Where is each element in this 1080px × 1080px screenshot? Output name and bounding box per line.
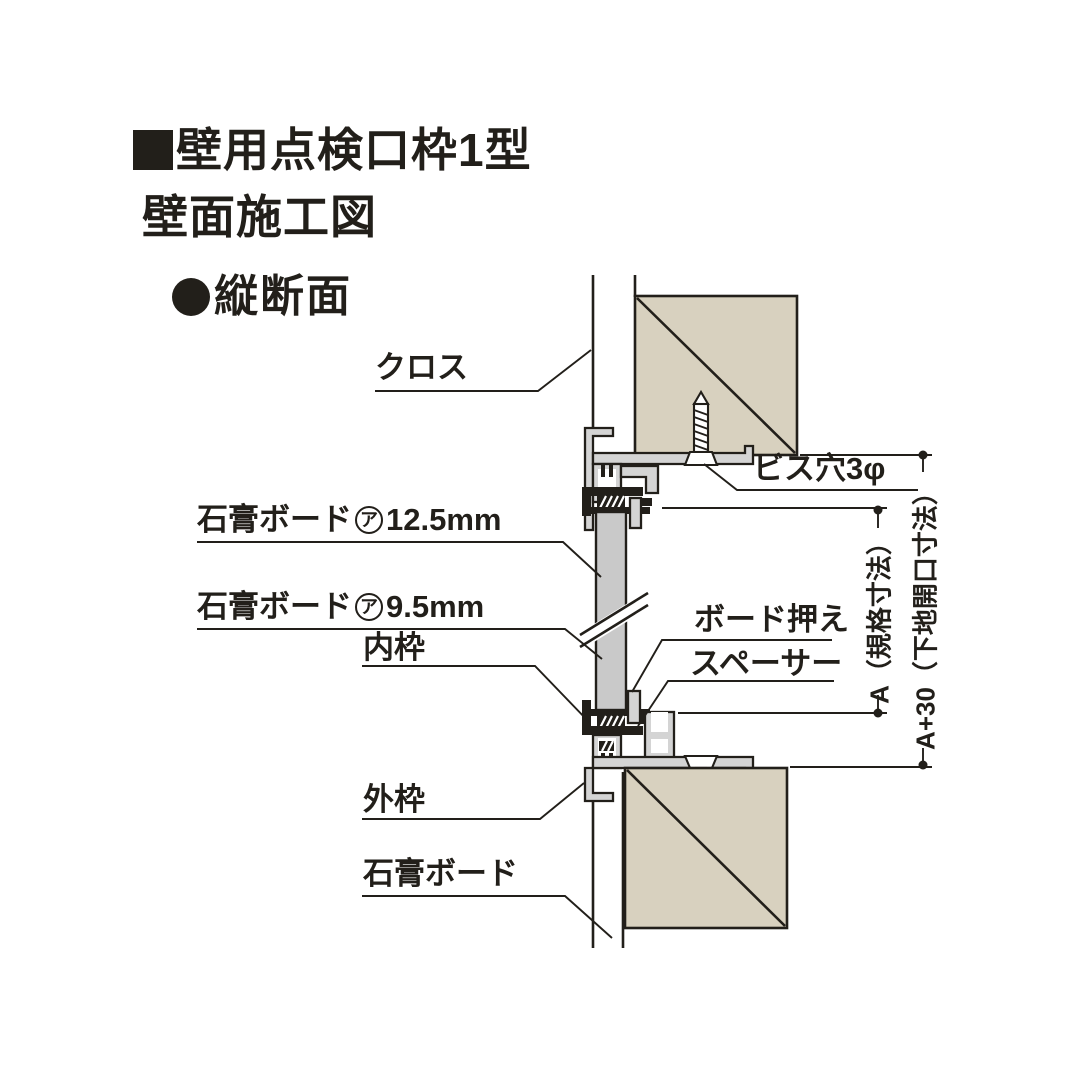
- black-square-marker-icon: [133, 130, 173, 170]
- page-subtitle: 壁面施工図: [142, 194, 377, 240]
- callout-gypsum-board-125-value: 12.5mm: [386, 502, 502, 537]
- wall-section-top: [591, 275, 637, 428]
- black-circle-marker-icon: [172, 278, 210, 316]
- page-title-line1: 壁用点検口枠1型: [176, 124, 532, 176]
- callout-spacer: スペーサー: [690, 646, 843, 681]
- dimension-rough-opening-label: A+30（下地開口寸法）: [910, 479, 941, 750]
- callout-gypsum-board-125-prefix: 石膏ボード: [197, 502, 352, 537]
- dimension-standard-label: A（規格寸法）: [864, 529, 895, 704]
- callout-gypsum-board-95-prefix: 石膏ボード: [197, 589, 352, 624]
- callout-inner-frame: 内枠: [363, 630, 425, 665]
- callout-cloth: クロス: [375, 350, 468, 385]
- circled-a-icon: ア: [355, 506, 383, 535]
- page-title-line2: 壁面施工図: [142, 191, 377, 243]
- callout-screw-hole: ビス穴3φ: [753, 451, 886, 486]
- section-heading: 縦断面: [172, 275, 352, 319]
- inner-frame-top: [582, 487, 652, 530]
- wood-block-bottom: [623, 766, 789, 930]
- leader-lines: [197, 349, 918, 939]
- callout-gypsum-board-95-value: 9.5mm: [386, 589, 485, 624]
- callout-board-holder: ボード押え: [694, 602, 849, 637]
- screw-top: [683, 389, 719, 467]
- callout-gypsum-board-125: 石膏ボード ア 12.5mm: [197, 502, 502, 537]
- circled-a-icon: ア: [355, 593, 383, 622]
- dimension-lines: [662, 450, 932, 770]
- wood-block-top: [633, 294, 799, 457]
- page-title: 壁用点検口枠1型: [133, 127, 532, 173]
- section-heading-label: 縦断面: [214, 272, 352, 321]
- callout-gypsum-board-95: 石膏ボード ア 9.5mm: [197, 589, 485, 624]
- callout-gypsum-board: 石膏ボード: [363, 856, 518, 891]
- break-mark: [579, 591, 649, 649]
- callout-outer-frame: 外枠: [363, 782, 425, 817]
- wall-section-bottom: [591, 772, 625, 948]
